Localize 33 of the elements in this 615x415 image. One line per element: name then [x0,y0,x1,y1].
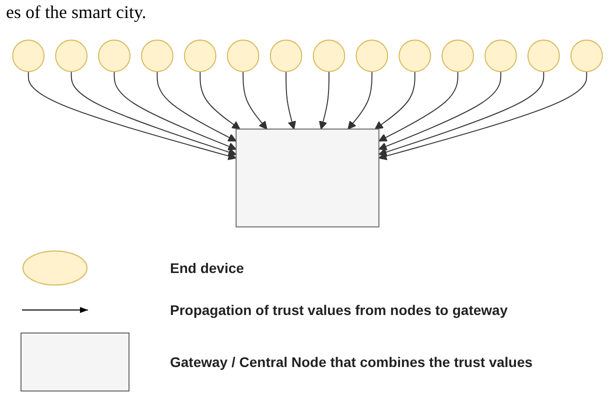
device-circle [398,40,432,72]
legend-text: End device [170,260,244,276]
arrow [70,71,236,156]
gateway-box [236,128,380,228]
caption-fragment: es of the smart city. [6,2,146,22]
arrow [114,71,236,150]
arrow [156,71,236,142]
device-circle [312,40,346,72]
arrow [348,71,372,130]
arrow [378,71,502,150]
legend-text: Gateway / Central Node that combines the trust values [170,354,533,370]
device-circle [270,40,302,72]
arrow [378,71,544,156]
arrow [378,71,458,142]
arrow [378,71,588,160]
device-circle [141,40,174,72]
device-circle [356,40,388,72]
device-circle [484,40,517,72]
arrow [318,71,330,130]
device-circle [527,40,560,72]
device-circle [184,40,216,72]
arrow [286,71,296,130]
device-circle [98,40,130,72]
arrow [28,71,236,160]
arrow [242,71,268,130]
device-circle [55,40,88,72]
device-circle [12,40,45,72]
legend-text: Propagation of trust values from nodes to gateway [170,302,508,318]
arrow [374,71,416,130]
arrow [200,71,240,130]
device-circle [226,40,260,72]
device-circle [570,40,603,72]
device-circle [442,40,474,72]
